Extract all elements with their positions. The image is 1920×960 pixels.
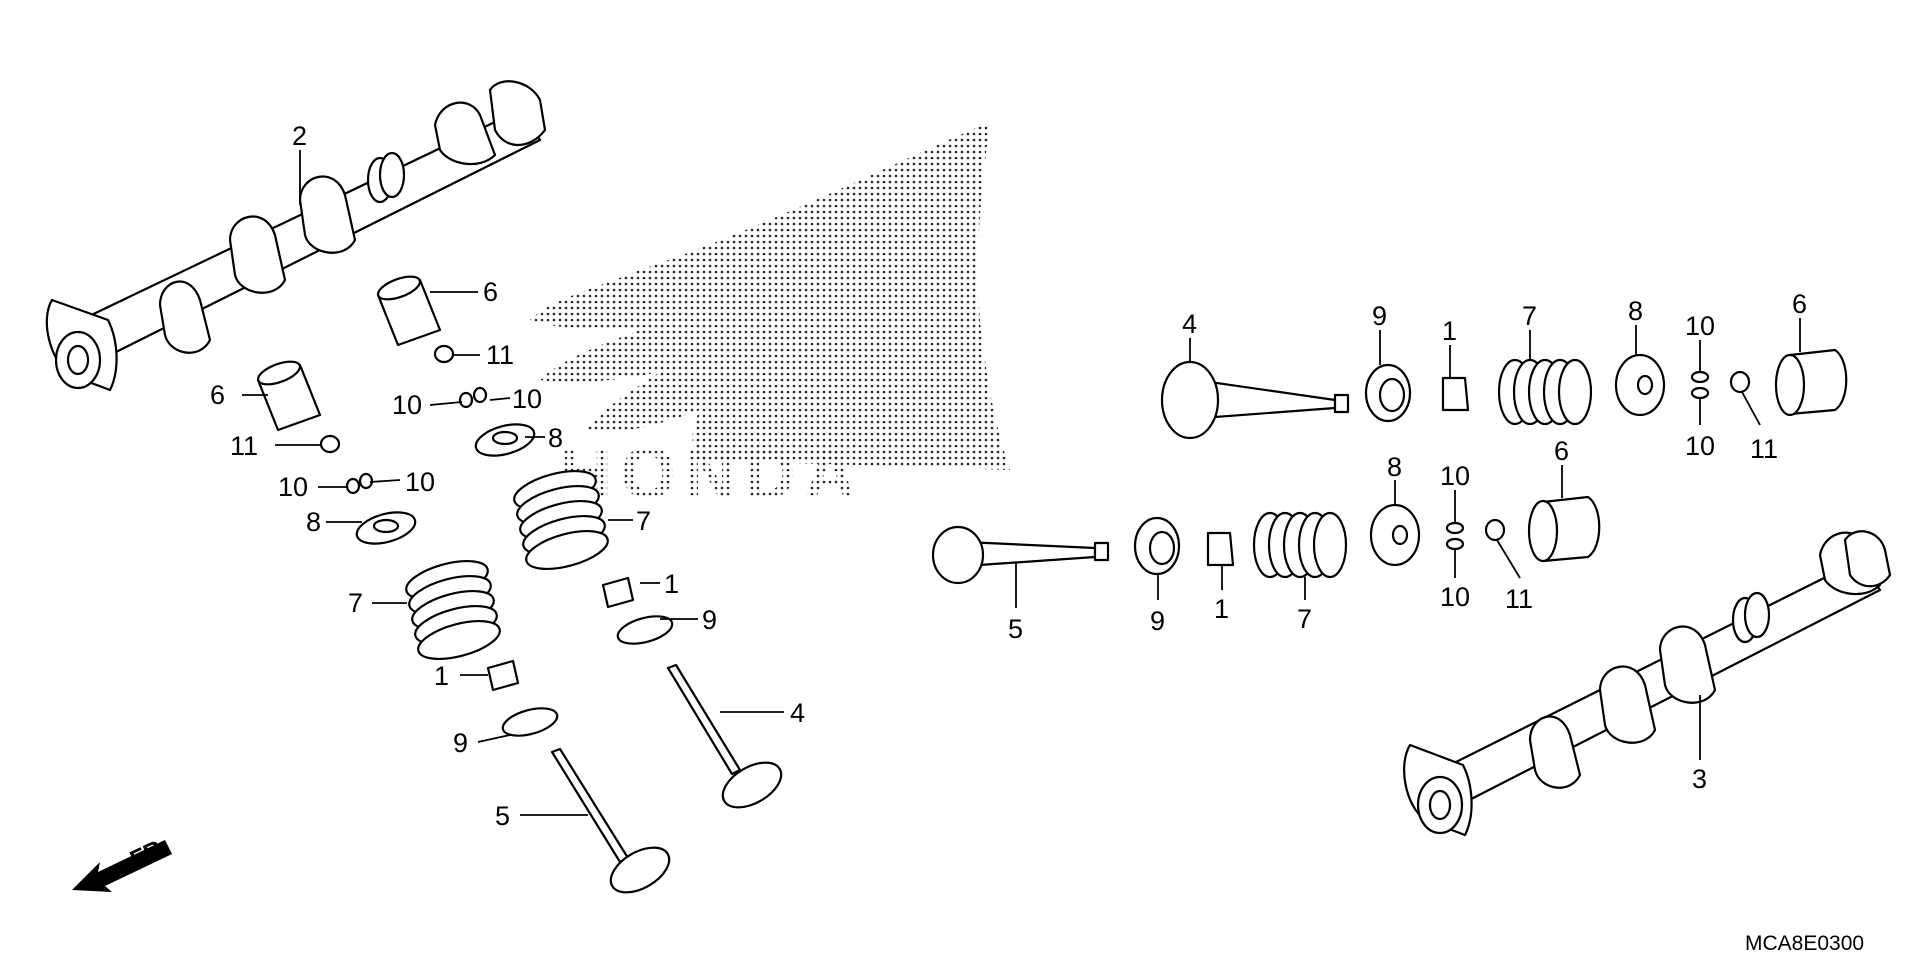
callout-tappet-right-upper: 6 — [1792, 289, 1807, 319]
front-direction-indicator: FR. — [72, 833, 173, 892]
camshaft-left — [45, 80, 547, 392]
honda-logo-text: HONDA — [560, 434, 864, 514]
left-parts — [256, 275, 783, 894]
callout-cotter-right-upper-b: 10 — [1685, 431, 1715, 461]
callout-tappet-lower: 6 — [210, 380, 225, 410]
callout-keeper-right-upper: 11 — [1750, 434, 1778, 464]
spring-left-upper — [513, 470, 609, 570]
callout-spring-upper: 7 — [636, 506, 651, 536]
spring-right-upper — [1497, 358, 1593, 426]
callout-spring-right-lower: 7 — [1297, 604, 1312, 634]
callout-seat-lower: 9 — [453, 728, 468, 758]
callout-camshaft-left: 2 — [292, 121, 307, 151]
callout-keeper-upper: 11 — [486, 340, 514, 370]
honda-watermark: HONDA — [530, 122, 1010, 514]
callout-valve-4-left: 4 — [790, 698, 805, 728]
callout-cotter-right-upper-a: 10 — [1685, 311, 1715, 341]
callout-numbers: 2 6 11 10 10 8 6 11 10 10 8 7 7 1 9 1 9 … — [210, 121, 1807, 831]
diagram-code: MCA8E0300 — [1745, 932, 1864, 955]
callout-seal-right-lower: 1 — [1214, 594, 1229, 624]
wing-logo-icon — [530, 122, 1010, 470]
callout-cotter-right-lower-b: 10 — [1440, 582, 1470, 612]
callout-valve-5-left: 5 — [495, 801, 510, 831]
callout-cotter-d: 10 — [405, 467, 435, 497]
callout-seat-right-lower: 9 — [1150, 606, 1165, 636]
callout-retainer-upper: 8 — [548, 423, 563, 453]
callout-cotter-right-lower-a: 10 — [1440, 461, 1470, 491]
camshaft-right — [1403, 530, 1892, 837]
callout-tappet-right-lower: 6 — [1554, 436, 1569, 466]
right-parts-upper — [1160, 348, 1848, 440]
callout-cotter-c: 10 — [278, 472, 308, 502]
callout-valve-5-right: 5 — [1008, 614, 1023, 644]
callout-spring-right-upper: 7 — [1522, 301, 1537, 331]
front-arrow-icon — [72, 840, 172, 892]
callout-cotter-a: 10 — [392, 390, 422, 420]
callout-camshaft-right: 3 — [1692, 764, 1707, 794]
callout-seal-upper: 1 — [664, 569, 679, 599]
callout-keeper-lower: 11 — [230, 431, 258, 461]
callout-valve-4-right: 4 — [1182, 309, 1197, 339]
callout-retainer-right-upper: 8 — [1628, 296, 1643, 326]
leader-lines — [242, 150, 1801, 816]
callout-seat-upper: 9 — [702, 605, 717, 635]
callout-spring-lower: 7 — [348, 588, 363, 618]
spring-left-lower — [405, 560, 501, 660]
callout-seal-lower: 1 — [434, 661, 449, 691]
callout-tappet-upper: 6 — [483, 277, 498, 307]
callout-seal-right-upper: 1 — [1442, 316, 1457, 346]
callout-cotter-b: 10 — [512, 384, 542, 414]
spring-right-lower — [1252, 511, 1348, 579]
callout-seat-right-upper: 9 — [1372, 301, 1387, 331]
callout-keeper-right-lower: 11 — [1505, 584, 1533, 614]
callout-retainer-lower: 8 — [306, 507, 321, 537]
callout-retainer-right-lower: 8 — [1387, 452, 1402, 482]
right-parts-lower — [931, 495, 1601, 585]
